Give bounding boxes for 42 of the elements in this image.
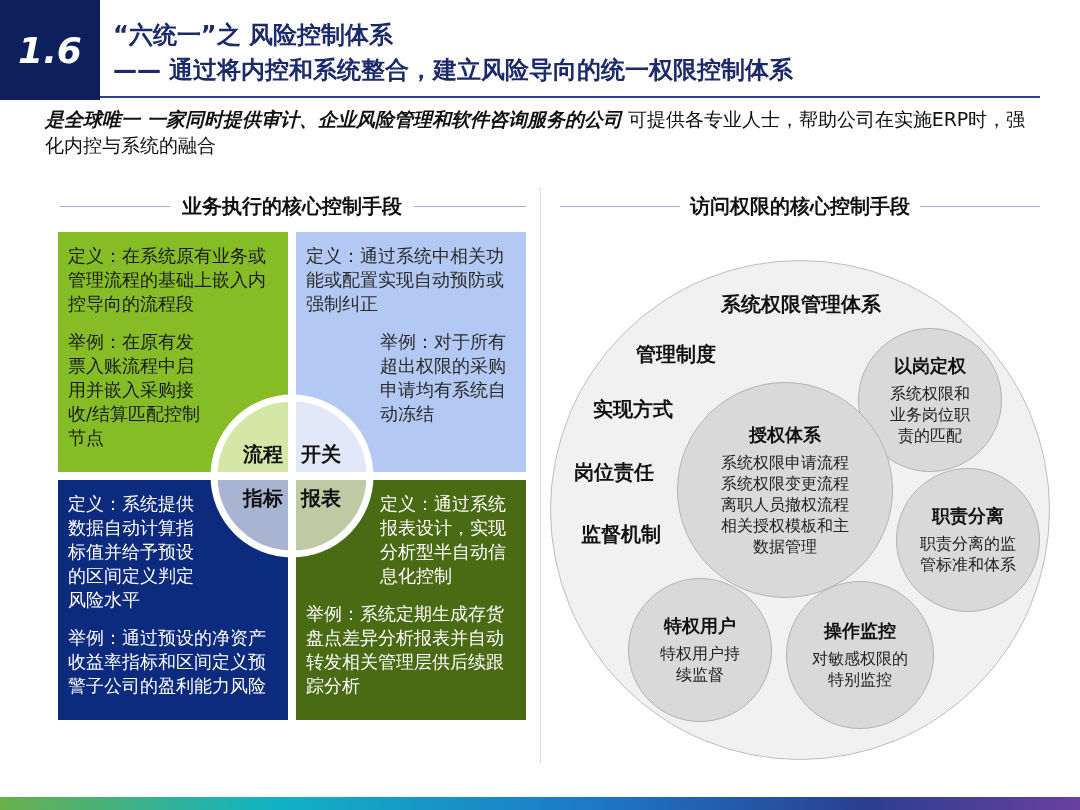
definition-text: 定义：通过系统报表设计，实现分析型半自动信息化控制 bbox=[380, 492, 507, 588]
section-heading: 访问权限的核心控制手段 bbox=[690, 193, 910, 220]
quadrant-panel bbox=[296, 480, 526, 720]
circle-text: 特权用户持续监督 bbox=[659, 643, 741, 685]
circle-text: 职责分离的监管标准和体系 bbox=[919, 533, 1017, 575]
slide-title: “六统一”之 风险控制体系 bbox=[113, 20, 393, 50]
circle-title: 操作监控 bbox=[824, 620, 896, 642]
segment-label: 流程 bbox=[243, 442, 283, 466]
aspect-label: 管理制度 bbox=[636, 341, 716, 367]
example-text: 举例：对于所有超出权限的采购申请均有系统自动冻结 bbox=[380, 330, 507, 426]
example-text: 举例：在原有发票入账流程中启用并嵌入采购接收/结算匹配控制节点 bbox=[68, 330, 202, 450]
circle-title: 授权体系 bbox=[749, 423, 821, 446]
inner-circle bbox=[896, 468, 1040, 612]
circle-heading: 系统权限管理体系 bbox=[721, 291, 881, 317]
intro-paragraph: 是全球唯一 一家同时提供审计、企业风险管理和软件咨询服务的公司 可提供各专业人士，帮助公司在实施ERP时，强化内控与系统的融合 bbox=[45, 107, 1027, 158]
definition-text: 定义：在系统原有业务或管理流程的基础上嵌入内控导向的流程段 bbox=[68, 244, 267, 316]
example-text: 举例：通过预设的净资产收益率指标和区间定义预警子公司的盈利能力风险 bbox=[68, 626, 267, 698]
aspect-label: 岗位责任 bbox=[574, 459, 654, 485]
list-item: 相关授权模板和主数据管理 bbox=[720, 514, 850, 557]
list-item: 系统权限变更流程 bbox=[720, 472, 850, 494]
circle-title: 职责分离 bbox=[932, 505, 1004, 527]
list-item: 离职人员撤权流程 bbox=[720, 493, 850, 515]
circle-title: 特权用户 bbox=[664, 615, 736, 637]
slide-subtitle: —— 通过将内控和系统整合，建立风险导向的统一权限控制体系 bbox=[113, 55, 794, 86]
aspect-label: 实现方式 bbox=[593, 396, 673, 422]
circle-text: 对敏感权限的特别监控 bbox=[811, 648, 909, 690]
example-text: 举例：系统定期生成存货盘点差异分析报表并自动转发相关管理层供后续跟踪分析 bbox=[306, 602, 505, 698]
section-number-tab bbox=[0, 0, 100, 100]
circle-text: 系统权限和业务岗位职责的匹配 bbox=[889, 382, 971, 446]
aspect-label: 监督机制 bbox=[581, 521, 661, 547]
quadrant-panel bbox=[296, 232, 526, 472]
segment-label: 报表 bbox=[301, 486, 341, 510]
segment-label: 指标 bbox=[243, 486, 283, 510]
quadrant-panel bbox=[58, 480, 288, 720]
section-number: 1.6 bbox=[18, 29, 82, 71]
section-heading: 业务执行的核心控制手段 bbox=[182, 193, 402, 220]
definition-text: 定义：系统提供数据自动计算指标值并给予预设的区间定义判定风险水平 bbox=[68, 492, 195, 612]
segment-label: 开关 bbox=[301, 442, 341, 466]
quadrant-panel bbox=[58, 232, 288, 472]
list-item: 系统权限申请流程 bbox=[720, 451, 850, 473]
definition-text: 定义：通过系统中相关功能或配置实现自动预防或强制纠正 bbox=[306, 244, 505, 316]
circle-title: 以岗定权 bbox=[894, 354, 966, 377]
